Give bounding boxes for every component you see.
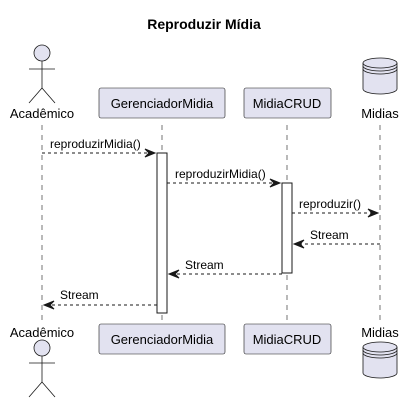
arrowhead-icon bbox=[167, 269, 180, 279]
participant-box bbox=[243, 87, 332, 119]
participant-gerenciador-bottom: GerenciadorMidia bbox=[98, 323, 226, 355]
participant-box bbox=[98, 323, 226, 355]
message-label: reproduzirMidia() bbox=[50, 137, 141, 151]
message-label: reproduzir() bbox=[299, 197, 361, 211]
message-5: Stream bbox=[167, 258, 282, 279]
participant-label-academico: Acadêmico bbox=[10, 106, 74, 121]
message-6: Stream bbox=[42, 288, 157, 310]
arrowhead-icon bbox=[269, 178, 282, 188]
participant-gerenciador-top: GerenciadorMidia bbox=[98, 87, 226, 119]
participant-label-midias-bottom: Midias bbox=[361, 325, 399, 340]
diagram-title: Reproduzir Mídia bbox=[147, 16, 261, 32]
participant-box bbox=[243, 323, 332, 355]
message-label: Stream bbox=[310, 228, 349, 242]
participant-label-crud-bottom: MidiaCRUD bbox=[253, 332, 322, 347]
actor-academico-bottom: Acadêmico bbox=[10, 325, 74, 398]
participant-crud-bottom: MidiaCRUD bbox=[243, 323, 332, 355]
message-3: reproduzir() bbox=[292, 197, 380, 218]
activation-crud bbox=[281, 182, 293, 274]
participant-box bbox=[98, 87, 226, 119]
database-midias-top: Midias bbox=[361, 57, 399, 121]
participant-label-gerenciador-bottom: GerenciadorMidia bbox=[111, 332, 214, 347]
actor-academico-top: Acadêmico bbox=[10, 44, 74, 121]
actor-head-icon bbox=[33, 339, 51, 357]
message-4: Stream bbox=[292, 228, 380, 249]
participant-label-crud: MidiaCRUD bbox=[253, 96, 322, 111]
arrowhead-icon bbox=[144, 148, 157, 158]
message-label: Stream bbox=[60, 288, 99, 302]
arrowhead-icon bbox=[367, 208, 380, 218]
message-label: reproduzirMidia() bbox=[175, 167, 266, 181]
participant-label-midias: Midias bbox=[361, 106, 399, 121]
actor-head-icon bbox=[33, 44, 51, 62]
arrowhead-icon bbox=[292, 239, 305, 249]
message-label: Stream bbox=[185, 258, 224, 272]
activation-gerenciador bbox=[156, 152, 168, 314]
participant-crud-top: MidiaCRUD bbox=[243, 87, 332, 119]
message-1: reproduzirMidia() bbox=[42, 137, 157, 158]
arrowhead-icon bbox=[42, 300, 55, 310]
message-2: reproduzirMidia() bbox=[167, 167, 282, 188]
participant-label-academico-bottom: Acadêmico bbox=[10, 325, 74, 340]
database-midias-bottom: Midias bbox=[361, 325, 399, 379]
participant-label-gerenciador: GerenciadorMidia bbox=[111, 96, 214, 111]
